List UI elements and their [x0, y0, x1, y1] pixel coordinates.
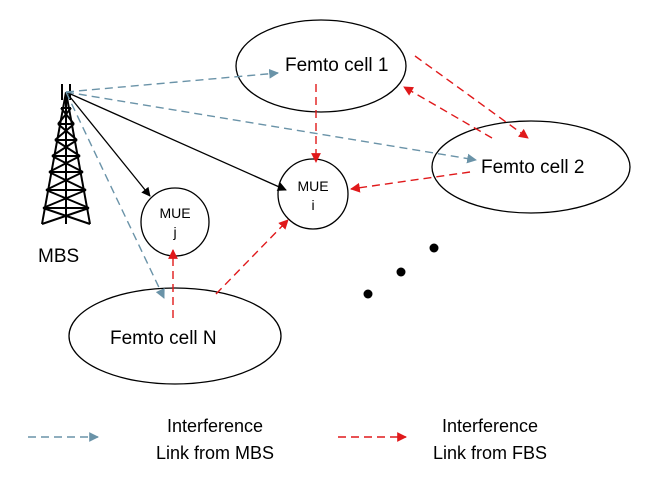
legend-fbs-line2: Link from FBS — [433, 443, 547, 463]
fbs-interference-femto-2-to-mue-i — [350, 171, 471, 193]
mbs-tower-icon — [41, 84, 91, 225]
femto-cell-n-label: Femto cell N — [110, 328, 217, 349]
mbs-interference-to-femto-2 — [65, 91, 477, 164]
mbs-label: MBS — [38, 246, 79, 267]
legend-fbs-line1: Interference — [442, 416, 538, 436]
legend-mbs-line1: Interference — [167, 416, 263, 436]
femto-cell-1-label: Femto cell 1 — [285, 55, 388, 76]
fbs-interference-femto-2-to-femto-1 — [403, 86, 493, 139]
femto-cell-2-label: Femto cell 2 — [481, 157, 584, 178]
mue-j-index: j — [172, 224, 176, 240]
mue-j — [140, 187, 210, 257]
signal-link-mbs-to-mue-j — [65, 91, 151, 197]
signal-link-mbs-to-mue-i — [65, 91, 287, 191]
mue-i-label: MUE — [297, 178, 328, 194]
femto-cell-2 — [431, 120, 631, 214]
mue-i-index: i — [311, 197, 314, 213]
mue-j-label: MUE — [159, 205, 190, 221]
ellipsis-dots — [363, 243, 439, 299]
legend-mbs-line2: Link from MBS — [156, 443, 274, 463]
fbs-interference-femto-n-to-mue-i — [215, 219, 289, 295]
femto-cell-n — [68, 287, 282, 385]
femto-cell-1 — [235, 19, 407, 113]
mue-i — [277, 158, 349, 230]
mbs-interference-to-femto-1 — [65, 68, 279, 93]
fbs-interference-femto-1-to-femto-2 — [414, 55, 529, 139]
